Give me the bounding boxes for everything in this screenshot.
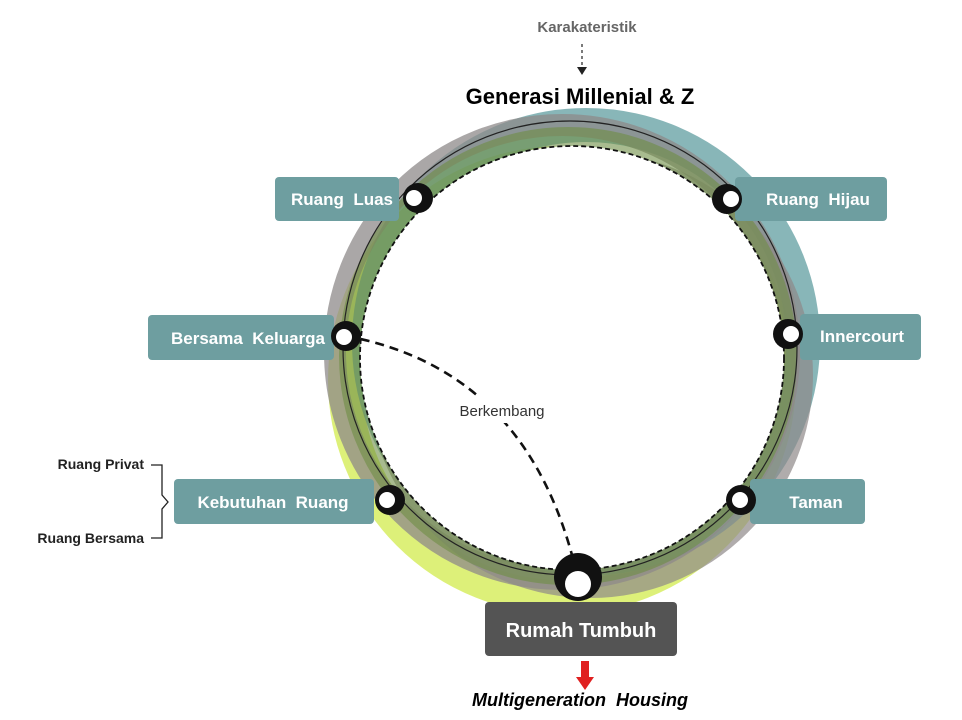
berkembang-label: Berkembang (459, 403, 544, 420)
rumah-tumbuh-dot-inner (565, 571, 591, 597)
node-dots (331, 183, 803, 601)
rumah-tumbuh-label: Rumah Tumbuh (506, 620, 657, 642)
diagram-title: Generasi Millenial & Z (466, 84, 695, 109)
bersama-keluarga-dot-inner (336, 329, 352, 345)
ruang-luas-dot-inner (406, 190, 422, 206)
kebutuhan-ruang-dot-inner (379, 492, 395, 508)
taman-box (750, 479, 865, 524)
innercourt-label: Innercourt (820, 327, 904, 346)
bersama-keluarga-label: Bersama Keluarga (171, 329, 326, 348)
ruang-bersama-label: Ruang Bersama (37, 530, 144, 546)
innercourt-dot-inner (783, 326, 799, 342)
rumah-tumbuh-box (485, 602, 677, 656)
ruang-luas-label: Ruang Luas (291, 190, 393, 209)
taman-label: Taman (789, 493, 843, 512)
bracket (151, 464, 169, 539)
innercourt-box (800, 314, 921, 360)
ruang-hijau-dot-inner (723, 191, 739, 207)
kebutuhan-ruang-label: Kebutuhan Ruang (197, 493, 348, 512)
ruang-luas-box (275, 177, 399, 221)
ruang-privat-label: Ruang Privat (58, 456, 145, 472)
karakteristik-arrow-head (577, 67, 587, 75)
bersama-keluarga-box (148, 315, 334, 360)
kebutuhan-ruang-box (174, 479, 374, 524)
berkembang-label-bg (450, 397, 554, 423)
ruang-hijau-box (735, 177, 887, 221)
down-arrow-icon (576, 661, 594, 690)
multigeneration-label: Multigeneration Housing (472, 690, 688, 710)
taman-dot-inner (732, 492, 748, 508)
ruang-hijau-label: Ruang Hijau (766, 190, 870, 209)
karakteristik-label: Karakateristik (537, 19, 637, 36)
